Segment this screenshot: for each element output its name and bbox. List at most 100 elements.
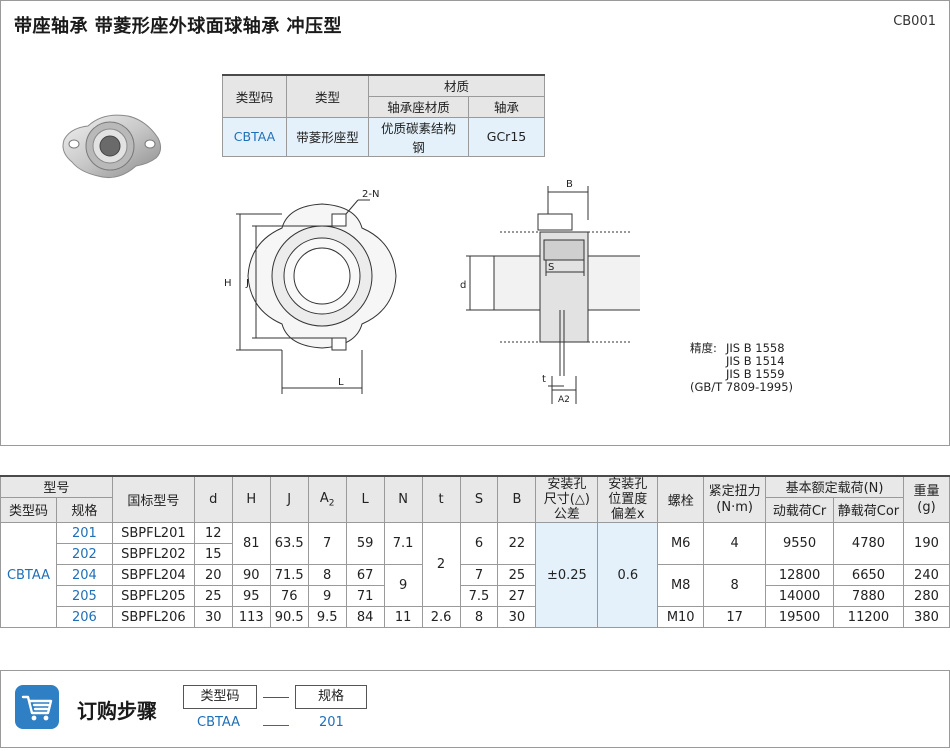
head-static: 静载荷Cor bbox=[833, 496, 904, 523]
cell-type-code: CBTAA bbox=[0, 522, 57, 628]
cell-gb: SBPFL206 bbox=[111, 606, 195, 628]
label-J: J bbox=[245, 278, 249, 289]
head-J: J bbox=[269, 475, 309, 523]
cell-A2: 9.5 bbox=[307, 606, 347, 628]
table-row: 206 SBPFL206 30 113 90.5 9.5 84 11 2.6 8… bbox=[1, 606, 950, 628]
order-title: 订购步骤 bbox=[77, 699, 157, 723]
cell-spec[interactable]: 206 bbox=[55, 606, 113, 628]
order-box-spec: 规格 bbox=[295, 685, 367, 709]
label-H: H bbox=[224, 278, 232, 289]
product-photo bbox=[62, 114, 162, 179]
cell-J: 63.5 bbox=[269, 522, 309, 565]
cell-static: 11200 bbox=[833, 606, 904, 628]
cell-L: 84 bbox=[345, 606, 385, 628]
side-view-drawing: B S d t A2 bbox=[460, 179, 640, 405]
precision-line-2: JIS B 1514 bbox=[726, 354, 785, 368]
cell-S: 7 bbox=[459, 564, 499, 586]
head-dynamic: 动载荷Cr bbox=[765, 496, 835, 523]
order-steps: 订购步骤 类型码 规格 CBTAA 201 bbox=[0, 670, 950, 748]
cell-tolerance: ±0.25 bbox=[535, 522, 599, 628]
cell-gb: SBPFL201 bbox=[111, 522, 195, 544]
head-H: H bbox=[231, 475, 271, 523]
label-A2: A2 bbox=[558, 395, 570, 405]
label-S: S bbox=[548, 262, 554, 273]
cell-t: 2 bbox=[421, 522, 461, 607]
cell-N: 11 bbox=[383, 606, 423, 628]
precision-line-1: JIS B 1558 bbox=[726, 341, 785, 355]
cell-B: 27 bbox=[497, 585, 537, 607]
cell-bolt: M8 bbox=[657, 564, 705, 607]
head-t: t bbox=[421, 475, 461, 523]
cell-spec[interactable]: 205 bbox=[55, 585, 113, 607]
head-S: S bbox=[459, 475, 499, 523]
table-row: 204 SBPFL204 20 90 71.5 8 67 9 7 25 M8 8… bbox=[1, 564, 950, 607]
col-bearing: 轴承 bbox=[468, 95, 545, 118]
cell-dynamic: 12800 bbox=[765, 564, 835, 586]
head-model: 型号 bbox=[0, 475, 113, 498]
cell-type: 带菱形座型 bbox=[286, 116, 369, 157]
cell-type-code: CBTAA bbox=[222, 116, 287, 157]
cell-L: 59 bbox=[345, 522, 385, 565]
cell-d: 25 bbox=[193, 585, 233, 607]
cell-spec[interactable]: 202 bbox=[55, 543, 113, 565]
cell-H: 95 bbox=[231, 585, 271, 607]
table-row: 202 SBPFL202 15 bbox=[1, 543, 950, 565]
cell-d: 15 bbox=[193, 543, 233, 565]
label-L: L bbox=[338, 377, 344, 388]
cell-bearing: GCr15 bbox=[468, 116, 545, 157]
cell-t: 2.6 bbox=[421, 606, 461, 628]
head-A2: A2 bbox=[307, 475, 347, 523]
cell-weight: 190 bbox=[902, 522, 950, 565]
cell-A2: 7 bbox=[307, 522, 347, 565]
head-N: N bbox=[383, 475, 423, 523]
cell-d: 12 bbox=[193, 522, 233, 544]
cell-B: 22 bbox=[497, 522, 537, 565]
cell-spec[interactable]: 201 bbox=[55, 522, 113, 544]
head-L: L bbox=[345, 475, 385, 523]
cell-position: 0.6 bbox=[597, 522, 659, 628]
label-t: t bbox=[542, 374, 546, 385]
cell-B: 30 bbox=[497, 606, 537, 628]
spec-table: 型号 国标型号 d H J A2 L N t S B 安装孔尺寸(△)公差 安装… bbox=[0, 475, 950, 628]
cell-gb: SBPFL202 bbox=[111, 543, 195, 565]
head-d: d bbox=[193, 475, 233, 523]
cell-S: 6 bbox=[459, 522, 499, 565]
cell-H: 81 bbox=[231, 522, 271, 565]
table-row: CBTAA 201 SBPFL201 12 81 63.5 7 59 7.1 2… bbox=[0, 522, 950, 628]
cell-L: 71 bbox=[345, 585, 385, 607]
cell-weight: 280 bbox=[902, 585, 950, 607]
head-load: 基本额定载荷(N) bbox=[765, 475, 904, 498]
head-hole-size: 安装孔尺寸(△)公差 bbox=[535, 475, 599, 523]
cell-dynamic: 9550 bbox=[765, 522, 835, 565]
cell-J: 76 bbox=[269, 585, 309, 607]
head-B: B bbox=[497, 475, 537, 523]
head-hole-position: 安装孔位置度偏差x bbox=[597, 475, 659, 523]
head-type-code: 类型码 bbox=[0, 496, 57, 523]
cell-S: 8 bbox=[459, 606, 499, 628]
cell-dynamic: 19500 bbox=[765, 606, 835, 628]
cell-J: 71.5 bbox=[269, 564, 309, 586]
precision-line-3: JIS B 1559 bbox=[726, 367, 785, 381]
cell-S: 7.5 bbox=[459, 585, 499, 607]
page-title: 带座轴承 带菱形座外球面球轴承 冲压型 bbox=[14, 16, 343, 37]
cell-gb: SBPFL205 bbox=[111, 585, 195, 607]
head-gb-model: 国标型号 bbox=[111, 475, 195, 523]
cell-J: 90.5 bbox=[269, 606, 309, 628]
cell-gb: SBPFL204 bbox=[111, 564, 195, 586]
cell-A2: 9 bbox=[307, 585, 347, 607]
cell-B: 25 bbox=[497, 564, 537, 586]
cell-N: 7.1 bbox=[383, 522, 423, 565]
head-weight: 重量(g) bbox=[902, 475, 950, 523]
col-type-code: 类型码 bbox=[222, 74, 287, 118]
cell-bolt: M6 bbox=[657, 522, 705, 565]
order-box-type-code: 类型码 bbox=[183, 685, 257, 709]
label-B: B bbox=[566, 179, 573, 190]
col-type: 类型 bbox=[286, 74, 369, 118]
table-row: 205 SBPFL205 25 95 76 9 71 7.5 27 14000 … bbox=[1, 585, 950, 607]
cell-housing-material: 优质碳素结构钢 bbox=[368, 116, 469, 157]
precision-line-4: (GB/T 7809-1995) bbox=[690, 380, 794, 394]
cell-spec[interactable]: 204 bbox=[55, 564, 113, 586]
head-bolt: 螺栓 bbox=[657, 475, 705, 523]
precision-block: 精度: JIS B 1558 JIS B 1514 JIS B 1559 (GB… bbox=[690, 342, 793, 394]
cell-weight: 240 bbox=[902, 564, 950, 586]
